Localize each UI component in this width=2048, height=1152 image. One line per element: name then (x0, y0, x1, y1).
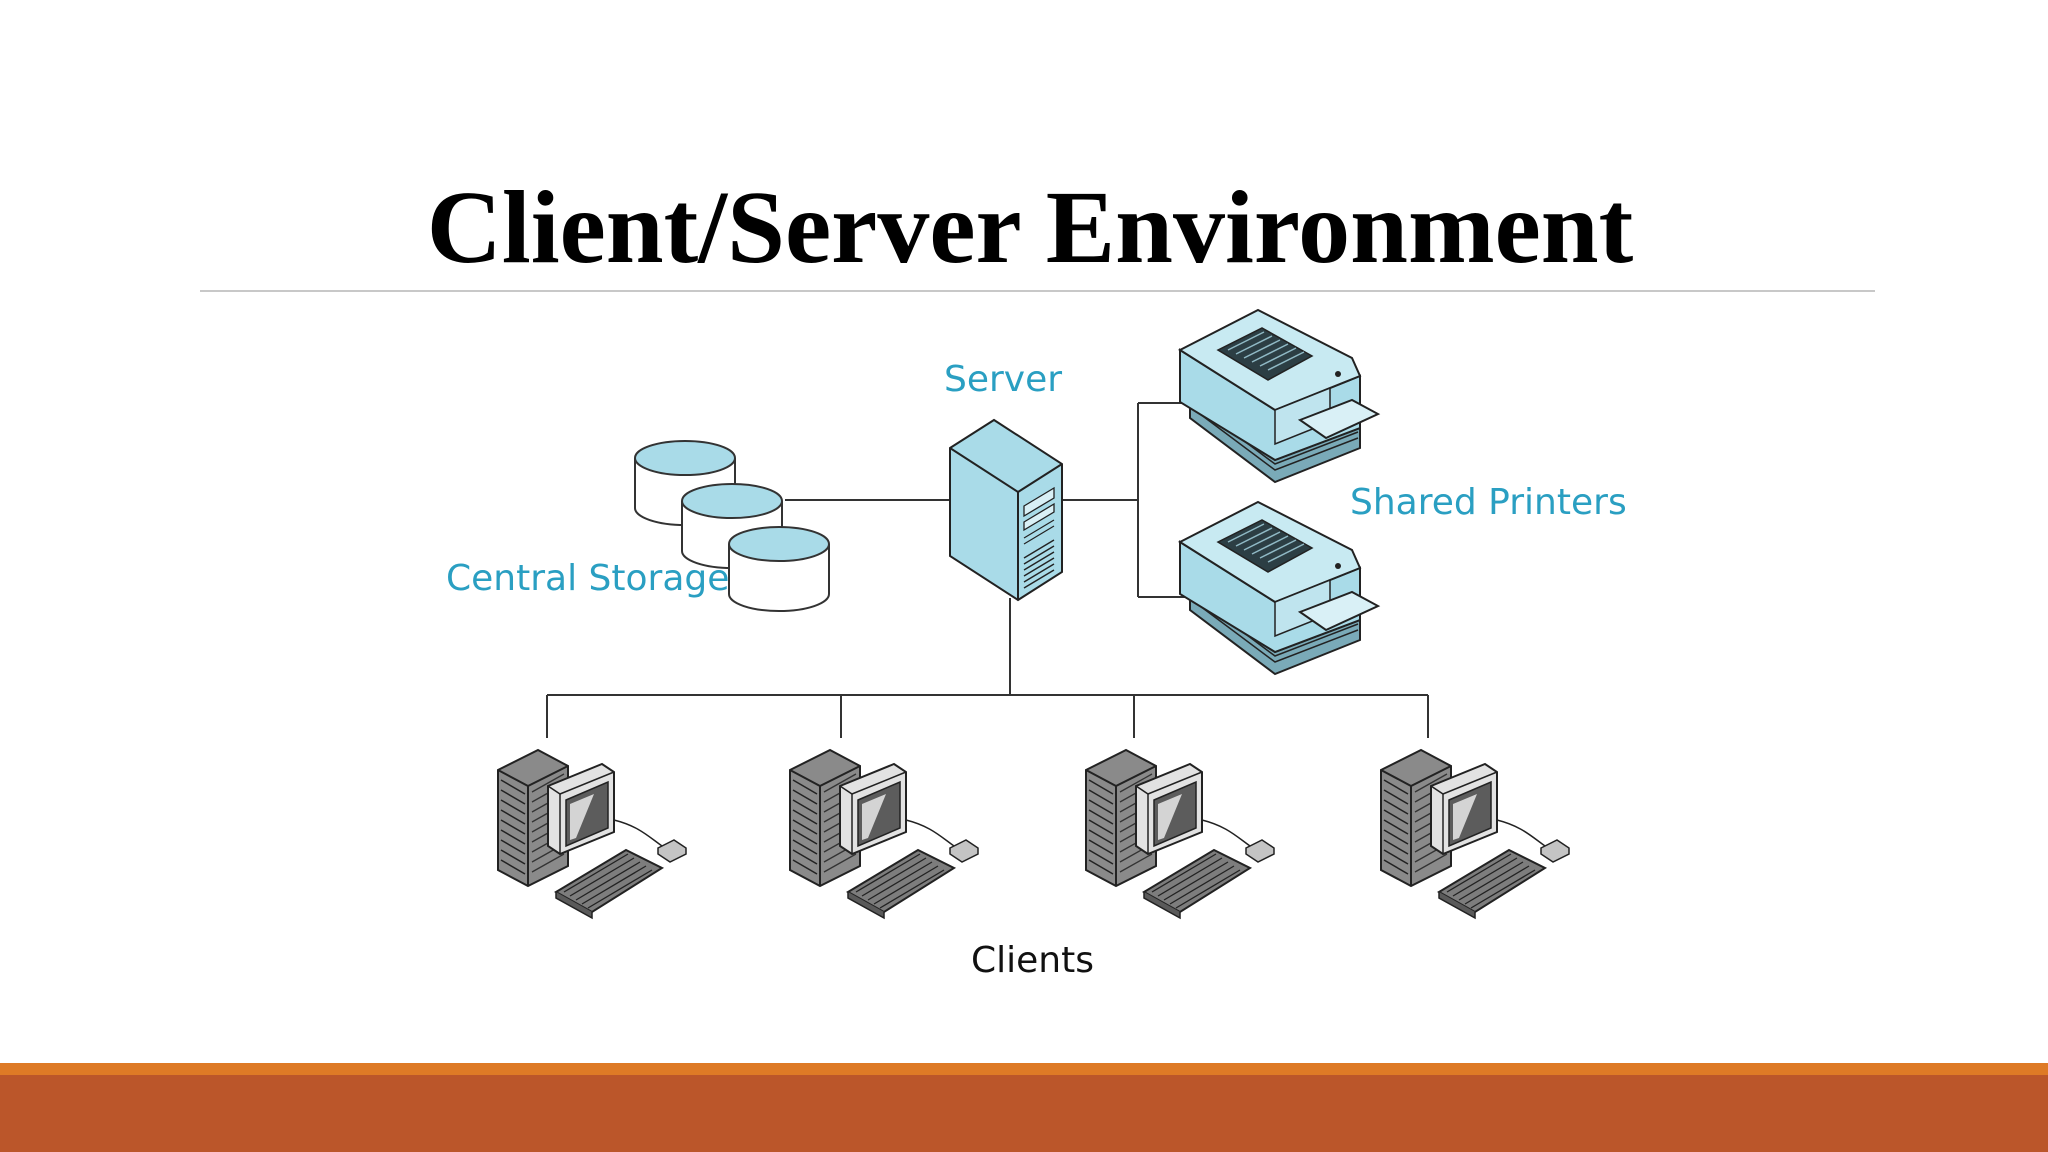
server: Server (944, 359, 1063, 601)
desktop-computer-icon (1380, 749, 1570, 919)
title-divider (200, 290, 1875, 292)
footer-band (0, 1075, 2048, 1152)
shared-printers: Shared Printers (1179, 309, 1627, 675)
server-label: Server (944, 359, 1062, 400)
clients: Clients (497, 749, 1570, 981)
clients-label: Clients (971, 940, 1094, 981)
network-links (546, 402, 1429, 738)
laser-printer-icon (1179, 501, 1379, 675)
slide-title: Client/Server Environment (426, 170, 1634, 285)
central-storage-label: Central Storage (446, 558, 729, 599)
database-disk-icon (728, 526, 830, 612)
footer-accent-stripe (0, 1063, 2048, 1075)
desktop-computer-icon (497, 749, 687, 919)
laser-printer-icon (1179, 309, 1379, 483)
central-storage: Central Storage (446, 440, 830, 612)
desktop-computer-icon (1085, 749, 1275, 919)
desktop-computer-icon (789, 749, 979, 919)
shared-printers-label: Shared Printers (1350, 482, 1627, 523)
server-tower-icon (949, 419, 1063, 601)
